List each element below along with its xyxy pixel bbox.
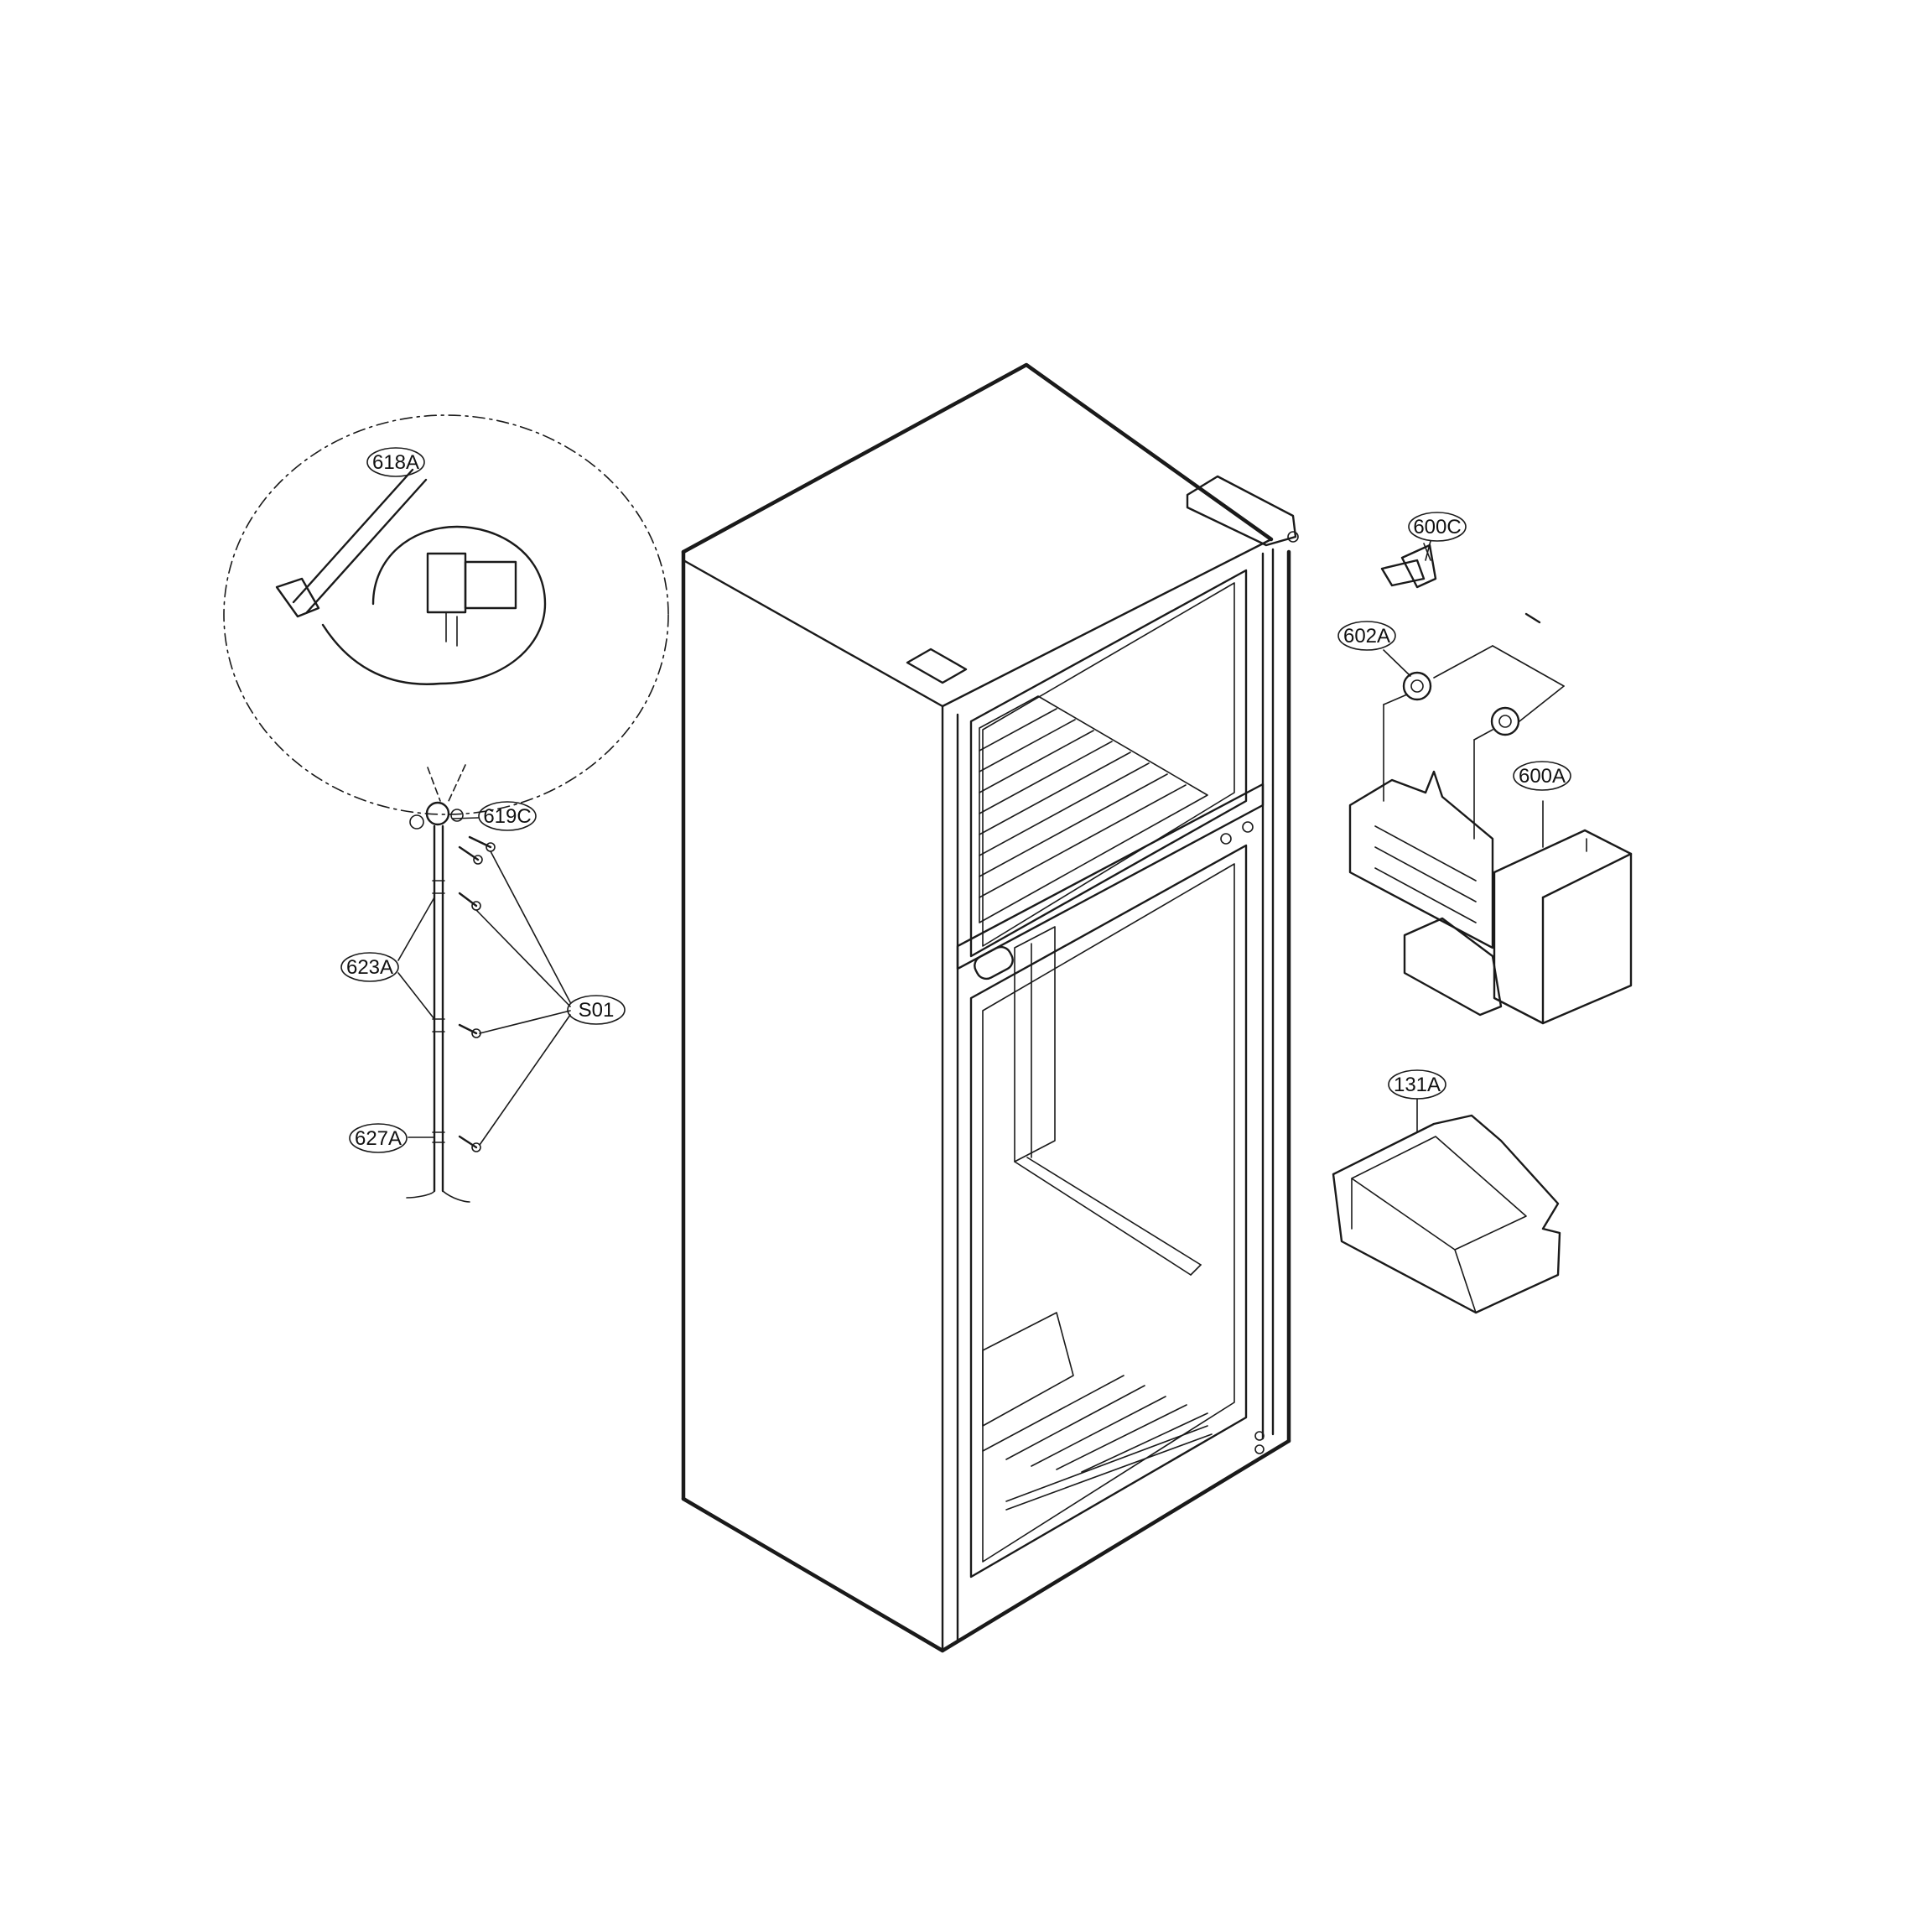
screw: [458, 1023, 481, 1038]
callout-602A: 602A: [1337, 621, 1411, 677]
shelf-rail: [1014, 926, 1202, 1276]
refrigerator-cabinet: [681, 362, 1299, 1653]
callout-S01: S01: [567, 995, 626, 1025]
callout-623A: 623A: [340, 952, 399, 982]
ice-maker-control-box: [1493, 829, 1633, 1025]
top-hinge: [1186, 475, 1299, 547]
callout-619C: 619C: [478, 801, 537, 831]
water-line-assembly: [397, 801, 571, 1203]
gear-part: [1490, 706, 1520, 736]
callout-600A: 600A: [1513, 761, 1571, 791]
svg-text:131A: 131A: [1394, 1074, 1441, 1096]
screw: [468, 835, 496, 852]
callout-627A: 627A: [349, 1123, 408, 1153]
screw: [458, 845, 483, 865]
svg-text:602A: 602A: [1343, 625, 1390, 648]
callout-618A: 618A: [366, 447, 425, 477]
water-valve-body: [426, 552, 517, 647]
callout-600C: 600C: [1408, 512, 1467, 561]
svg-text:S01: S01: [579, 999, 615, 1022]
svg-text:600C: 600C: [1413, 516, 1461, 538]
ice-bin: [1332, 1114, 1561, 1314]
ice-maker-parts: [1332, 543, 1633, 1314]
gear-part: [1402, 671, 1432, 701]
svg-text:623A: 623A: [346, 956, 393, 979]
screw: [458, 1135, 481, 1152]
water-valve-detail: [223, 414, 669, 815]
callout-131A: 131A: [1388, 1069, 1446, 1133]
svg-text:619C: 619C: [483, 805, 531, 828]
svg-text:600A: 600A: [1519, 765, 1566, 788]
screw: [458, 892, 481, 911]
crisper-base: [982, 1312, 1213, 1511]
ice-maker-tray: [1348, 770, 1503, 1017]
freezer-shelf: [979, 695, 1208, 923]
svg-text:618A: 618A: [372, 451, 419, 474]
svg-text:627A: 627A: [355, 1127, 402, 1150]
